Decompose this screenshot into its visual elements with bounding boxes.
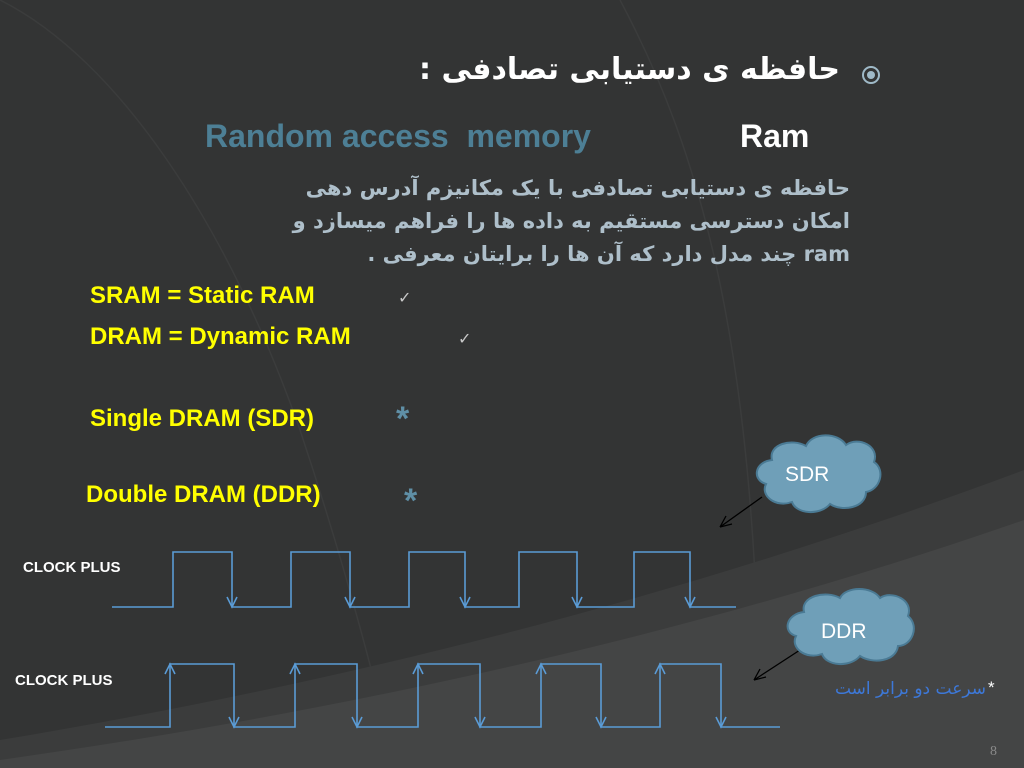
body-line: ram چند مدل دارد که آن ها را برایتان معر… xyxy=(367,242,850,266)
body-line: حافظه ی دستیابی تصادفی با یک مکانیزم آدر… xyxy=(305,176,850,200)
target-bullet-icon xyxy=(862,66,880,84)
cloud-label-ddr: DDR xyxy=(821,620,867,643)
pointer-arrows xyxy=(719,496,801,681)
clock-waveform-double xyxy=(105,662,780,729)
check-icon: ✓ xyxy=(398,288,412,307)
subtitle-abbreviation: Ram xyxy=(740,118,810,154)
sdr-cloud-shape xyxy=(756,434,882,513)
ddr-cloud-shape xyxy=(786,588,915,665)
page-number: 8 xyxy=(990,744,997,759)
slide-title: حافظه ی دستیابی تصادفی : xyxy=(419,52,840,87)
clock-label-bottom: CLOCK PLUS xyxy=(15,672,113,689)
star-marker: * xyxy=(396,400,410,438)
body-line: امکان دسترسی مستقیم به داده ها را فراهم … xyxy=(292,209,850,233)
subtitle-english: Random access memory xyxy=(205,118,591,154)
star-marker: * xyxy=(404,482,418,520)
speed-note: سرعت دو برابر است xyxy=(834,679,986,699)
list-item-ddr: Double DRAM (DDR) xyxy=(86,481,321,508)
check-icon: ✓ xyxy=(458,329,472,348)
list-item-sdr: Single DRAM (SDR) xyxy=(90,405,314,432)
list-item-sram: SRAM = Static RAM xyxy=(90,282,315,309)
cloud-label-sdr: SDR xyxy=(785,463,830,486)
body-paragraph: حافظه ی دستیابی تصادفی با یک مکانیزم آدر… xyxy=(90,172,850,271)
list-item-dram: DRAM = Dynamic RAM xyxy=(90,323,351,350)
clock-label-top: CLOCK PLUS xyxy=(23,559,121,576)
clock-waveform-single xyxy=(112,551,736,609)
note-star: * xyxy=(988,678,995,697)
